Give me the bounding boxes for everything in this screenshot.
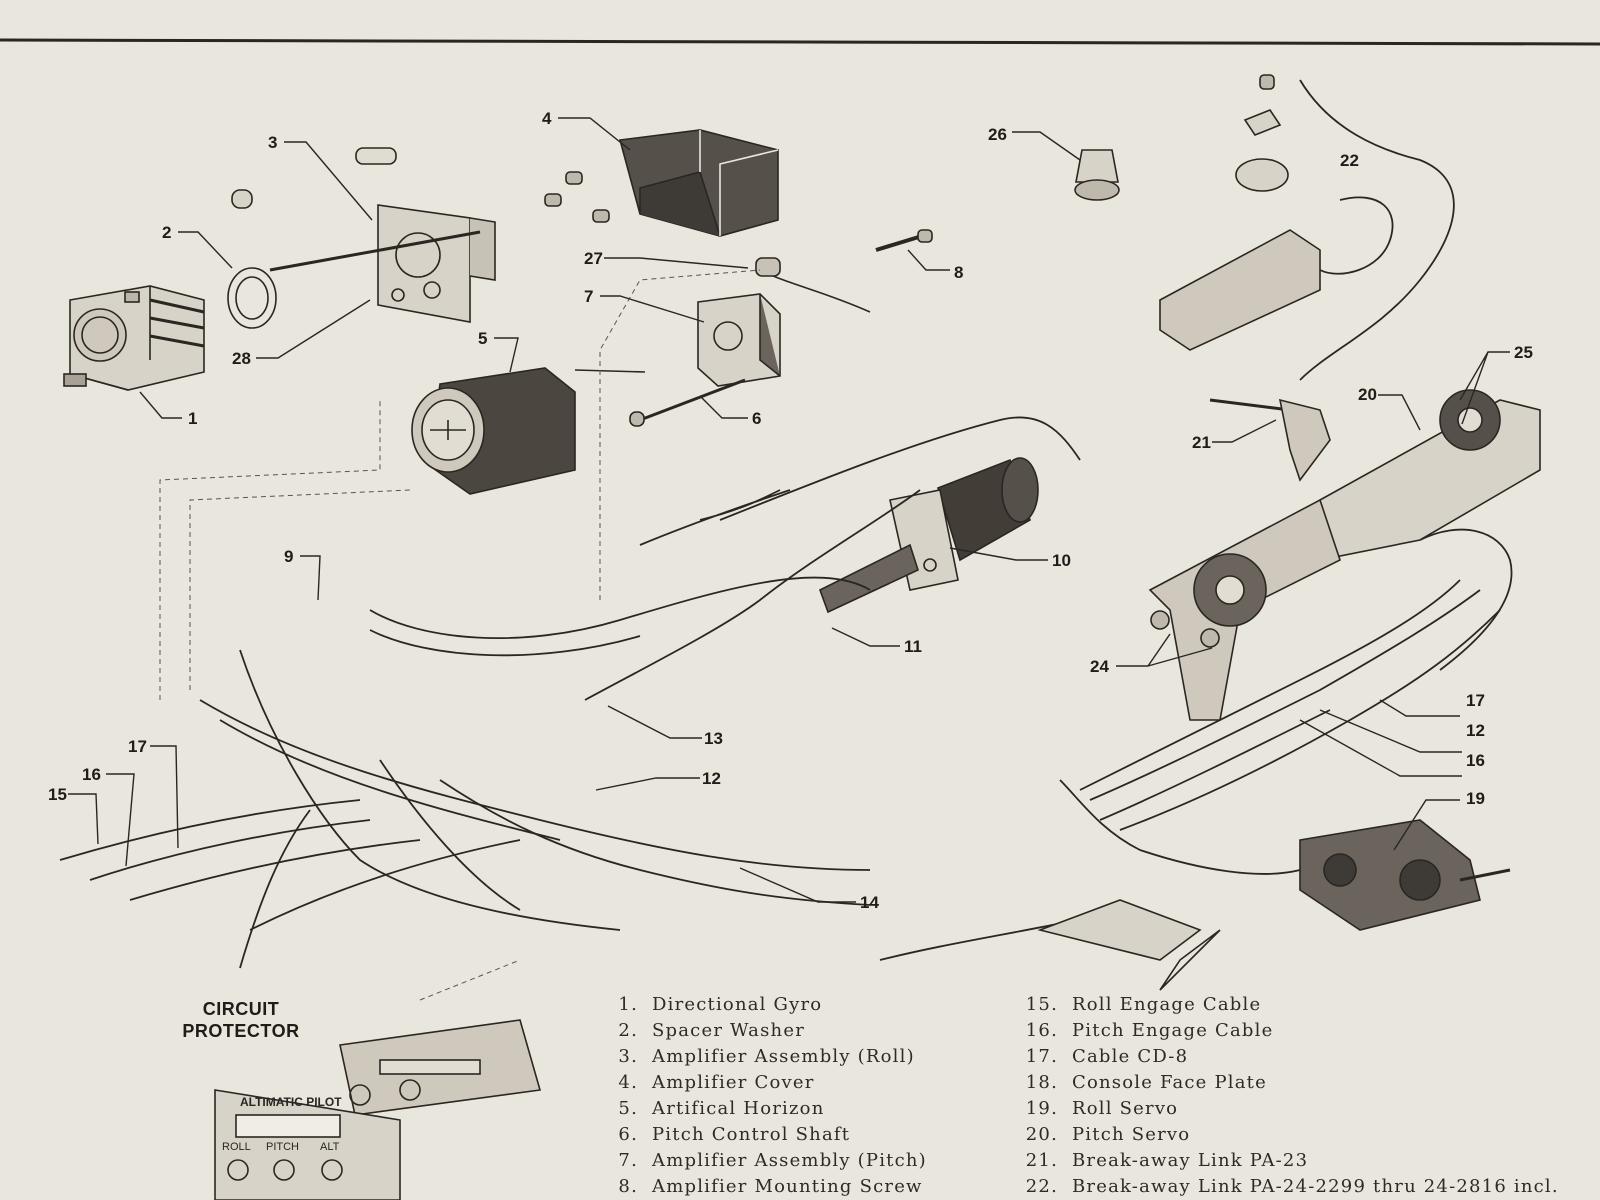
callout-12-left: 12 — [702, 769, 721, 788]
callout-16-left: 16 — [82, 765, 101, 784]
circuit-protector-line2: PROTECTOR — [182, 1021, 300, 1041]
pitch-servo-part — [1148, 389, 1541, 721]
wire-harness — [59, 79, 1513, 969]
legend-item: 19.Roll Servo — [1025, 1098, 1179, 1119]
legend-item: 5.Artifical Horizon — [618, 1098, 825, 1119]
callout-19: 19 — [1466, 789, 1485, 808]
legend-item: 7.Amplifier Assembly (Pitch) — [618, 1150, 927, 1171]
parts-legend-left: 1.Directional Gyro 2.Spacer Washer 3.Amp… — [600, 992, 927, 1200]
legend-item: 3.Amplifier Assembly (Roll) — [618, 1046, 915, 1067]
legend-item: 20.Pitch Servo — [1025, 1124, 1191, 1145]
callout-16-right: 16 — [1466, 751, 1485, 770]
legend-item: 15.Roll Engage Cable — [1025, 994, 1262, 1015]
break-away-link-part — [1209, 398, 1331, 482]
knob-part — [231, 189, 253, 209]
callout-9: 9 — [284, 547, 293, 566]
callout-10: 10 — [1052, 551, 1071, 570]
callout-5: 5 — [478, 329, 487, 348]
callout-1: 1 — [188, 409, 197, 428]
artificial-horizon-part — [411, 367, 646, 495]
callout-7: 7 — [584, 287, 593, 306]
callout-17-right: 17 — [1466, 691, 1485, 710]
callout-4: 4 — [542, 109, 552, 128]
callout-11: 11 — [904, 637, 922, 656]
callout-21: 21 — [1192, 433, 1211, 452]
console-title: ALTIMATIC PILOT — [240, 1095, 342, 1109]
roll-amplifier-part — [269, 147, 496, 323]
leader-guides — [159, 269, 761, 1001]
directional-gyro-part — [63, 285, 205, 391]
callout-6: 6 — [752, 409, 761, 428]
callout-17-left: 17 — [128, 737, 147, 756]
legend-item: 8.Amplifier Mounting Screw — [618, 1176, 923, 1197]
pitch-amplifier-part — [697, 257, 871, 387]
callout-14: 14 — [860, 893, 879, 912]
legend-item: 22.Break-away Link PA-24-2299 thru 24-28… — [1025, 1176, 1559, 1197]
console-alt-label: ALT — [320, 1141, 340, 1153]
legend-item: 1.Directional Gyro — [618, 994, 823, 1015]
callout-12-right: 12 — [1466, 721, 1485, 740]
circuit-protector-line1: CIRCUIT — [202, 999, 280, 1019]
callout-3: 3 — [268, 133, 277, 152]
callout-leaders — [68, 117, 1510, 903]
legend-item: 6.Pitch Control Shaft — [618, 1124, 851, 1145]
legend-item: 18.Console Face Plate — [1025, 1072, 1267, 1093]
roll-servo-part — [1037, 819, 1511, 991]
callout-27: 27 — [584, 249, 603, 268]
link-pieces — [1159, 74, 1321, 351]
mounting-screws — [544, 171, 610, 223]
callout-24: 24 — [1090, 657, 1109, 676]
callout-20: 20 — [1358, 385, 1377, 404]
legend-item: 17.Cable CD-8 — [1025, 1046, 1189, 1067]
circuit-protector-label: CIRCUIT PROTECTOR — [176, 998, 306, 1042]
console-pitch-label: PITCH — [266, 1141, 299, 1153]
callout-28: 28 — [232, 349, 251, 368]
legend-item: 16.Pitch Engage Cable — [1025, 1020, 1274, 1041]
callout-13: 13 — [704, 729, 723, 748]
pitch-control-shaft-part — [629, 378, 746, 427]
parts-legend-right: 15.Roll Engage Cable 16.Pitch Engage Cab… — [1020, 992, 1559, 1200]
callout-2: 2 — [162, 223, 171, 242]
console-face-plate — [214, 1019, 542, 1200]
servo-cylinder-part — [819, 457, 1039, 614]
spacer-washer-part — [227, 267, 277, 329]
legend-item: 21.Break-away Link PA-23 — [1025, 1150, 1309, 1171]
fitting-part — [1074, 149, 1120, 201]
amplifier-screw-part — [875, 229, 933, 252]
callout-8: 8 — [954, 263, 963, 282]
callout-26: 26 — [988, 125, 1007, 144]
callout-22: 22 — [1340, 151, 1359, 170]
header-rule — [0, 38, 1600, 46]
legend-item: 4.Amplifier Cover — [618, 1072, 815, 1093]
callout-15: 15 — [48, 785, 67, 804]
callout-25: 25 — [1514, 343, 1533, 362]
legend-item: 2.Spacer Washer — [618, 1020, 805, 1041]
console-roll-label: ROLL — [222, 1141, 251, 1153]
amplifier-cover-part — [618, 129, 779, 237]
